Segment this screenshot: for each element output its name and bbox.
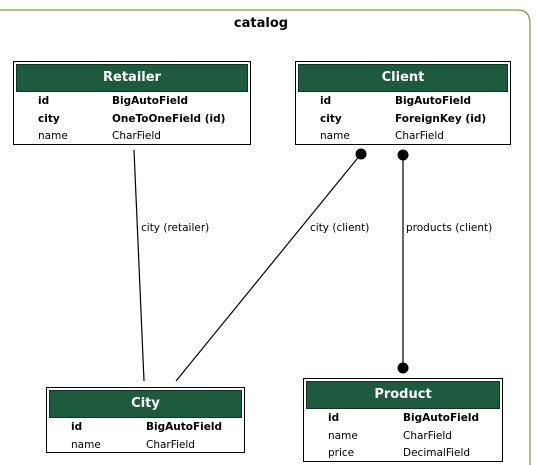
field-name: name (71, 438, 101, 451)
field-row: id BigAutoField (296, 93, 510, 111)
field-row: id BigAutoField (14, 93, 250, 111)
field-type: BigAutoField (403, 412, 479, 424)
field-name: name (38, 130, 68, 142)
entity-product: Product id BigAutoField name CharField price… (303, 378, 503, 462)
edge-label-products-client: products (client) (406, 222, 493, 234)
field-row: name CharField (14, 128, 250, 146)
field-name: id (320, 95, 332, 107)
field-name: id (328, 412, 340, 424)
field-row: name CharField (304, 428, 502, 446)
field-row: name CharField (296, 128, 510, 146)
field-name: id (38, 95, 50, 107)
edge-label-city-client: city (client) (310, 222, 370, 234)
field-list: id BigAutoField name CharField (47, 418, 244, 454)
field-type: BigAutoField (112, 95, 188, 107)
entity-client: Client id BigAutoField city ForeignKey (id)… (295, 61, 511, 145)
field-row: id BigAutoField (47, 419, 244, 437)
edge-client-city (175, 153, 362, 382)
field-type: OneToOneField (id) (112, 112, 226, 125)
field-name: city (38, 112, 60, 125)
field-type: CharField (395, 130, 444, 142)
field-row: price DecimalField (304, 445, 502, 463)
field-name: price (328, 447, 355, 459)
field-name: id (71, 421, 83, 433)
field-type: DecimalField (403, 447, 471, 459)
field-type: CharField (146, 438, 195, 451)
field-type: BigAutoField (146, 421, 222, 433)
field-row: city OneToOneField (id) (14, 111, 250, 129)
edge-endpoint-dot (397, 149, 409, 161)
edge-endpoint-dot (355, 148, 367, 160)
entity-retailer: Retailer id BigAutoField city OneToOneField… (13, 61, 251, 145)
field-type: BigAutoField (395, 95, 471, 107)
field-row: id BigAutoField (304, 410, 502, 428)
entity-header: Retailer (16, 64, 248, 92)
cluster-border (0, 9, 531, 465)
field-row: city ForeignKey (id) (296, 111, 510, 129)
cluster-title: catalog (233, 16, 289, 31)
entity-city: City id BigAutoField name CharField (46, 387, 245, 453)
field-row: name CharField (47, 437, 244, 455)
entity-header: Product (306, 381, 500, 409)
edge-label-city-retailer: city (retailer) (141, 222, 210, 234)
field-type: CharField (403, 429, 452, 442)
field-list: id BigAutoField name CharField price DecimalF… (304, 409, 502, 463)
field-type: ForeignKey (id) (395, 112, 487, 125)
field-name: name (320, 130, 350, 142)
field-list: id BigAutoField city OneToOneField (id) name… (14, 92, 250, 146)
field-name: city (320, 112, 342, 125)
edge-retailer-city (133, 149, 145, 382)
entity-header: City (49, 390, 242, 418)
field-type: CharField (112, 130, 161, 142)
edge-endpoint-dot (397, 362, 409, 374)
field-list: id BigAutoField city ForeignKey (id) name Cha… (296, 92, 510, 146)
entity-header: Client (298, 64, 508, 92)
field-name: name (328, 429, 358, 442)
